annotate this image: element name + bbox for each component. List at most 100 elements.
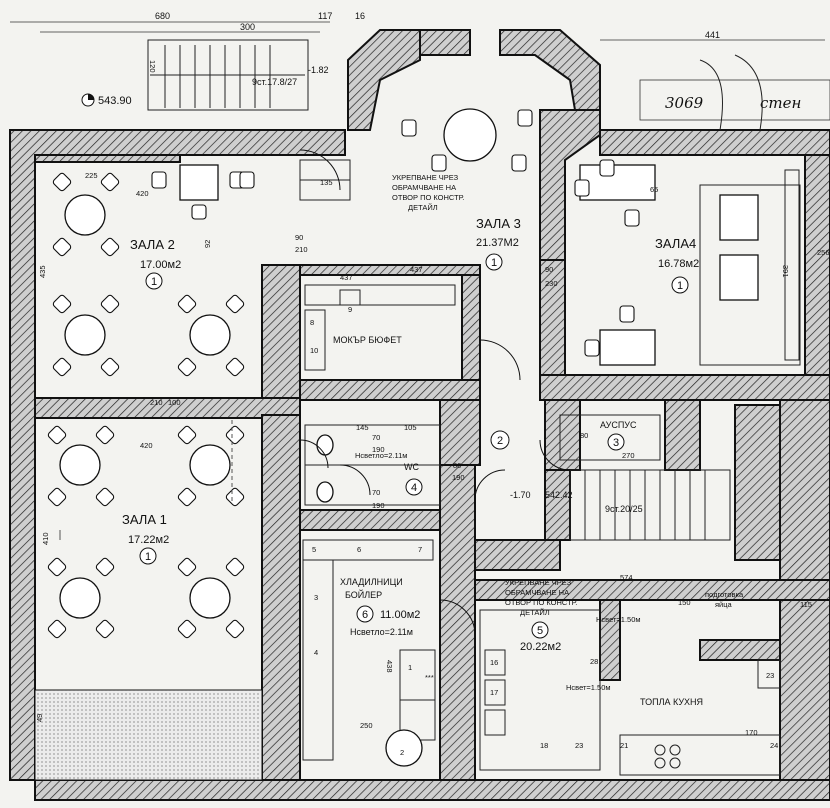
dim-250: 250 bbox=[360, 721, 373, 730]
equip-6: 6 bbox=[357, 545, 361, 554]
elevation-text: 543.90 bbox=[98, 95, 132, 107]
level-minus: -1.70 bbox=[510, 490, 531, 500]
stair-note-2: 9ст.20/25 bbox=[605, 504, 643, 514]
room-area-zala2: 17.00м2 bbox=[140, 259, 181, 271]
dim-225: 225 bbox=[85, 171, 98, 180]
refrig-area: 11.00м2 bbox=[380, 609, 420, 621]
equip-21: 21 bbox=[620, 741, 628, 750]
room-name-bufet: МОКЪР БЮФЕТ bbox=[333, 335, 402, 345]
note2-line3: ОТВОР ПО КОНСТР. bbox=[505, 598, 577, 607]
dim-80-wc: 80 bbox=[453, 461, 461, 470]
dim-680: 680 bbox=[155, 11, 170, 21]
dim-90-b: 90 bbox=[295, 233, 303, 242]
kitchen-height1: Нсвет=1.50м bbox=[596, 615, 641, 624]
eggs-label: яйца bbox=[715, 600, 733, 609]
dim-16: 16 bbox=[355, 11, 365, 21]
handwritten-notes: 3069 стен bbox=[639, 54, 830, 131]
note1-line4: ДЕТАЙЛ bbox=[408, 203, 438, 212]
door-swings bbox=[59, 149, 571, 636]
dim-70-wc2: 70 bbox=[372, 488, 380, 497]
equip-10: 10 bbox=[310, 346, 318, 355]
equip-9: 9 bbox=[348, 305, 352, 314]
room-num-zala2: 1 bbox=[151, 276, 157, 288]
dim-190-b: 190 bbox=[452, 473, 465, 482]
room-area-zala3: 21.37М2 bbox=[476, 237, 519, 249]
dim-117: 117 bbox=[318, 11, 332, 21]
dim-210-left: 210 bbox=[150, 398, 163, 407]
handwritten-word: стен bbox=[760, 94, 801, 112]
boiler-label: БОЙЛЕР bbox=[345, 589, 382, 600]
refrig-height: Нсветло=2.11м bbox=[350, 627, 413, 637]
equip-24: 24 bbox=[770, 741, 778, 750]
kitchen-area: 20.22м2 bbox=[520, 641, 561, 653]
room-name-zala1: ЗАЛА 1 bbox=[122, 512, 167, 527]
dim-230: 230 bbox=[545, 279, 558, 288]
room-num-zala1: 1 bbox=[145, 551, 151, 563]
wc-label: WC bbox=[404, 462, 419, 472]
equip-28: 28 bbox=[590, 657, 598, 666]
dim-441: 441 bbox=[705, 30, 720, 40]
wc-height: Нсветло=2.11м bbox=[355, 451, 407, 460]
prep-label: подготовка bbox=[705, 590, 744, 599]
equip-8: 8 bbox=[310, 318, 314, 327]
note1-line2: ОБРАМЧВАНЕ НА bbox=[392, 183, 456, 192]
kitchen-height2: Нсвет=1.50м bbox=[566, 683, 611, 692]
dim-391: 391 bbox=[781, 265, 790, 278]
room-name-zala4: ЗАЛА4 bbox=[655, 236, 696, 251]
auspuh-label: АУСПУС bbox=[600, 420, 637, 430]
equip-4: 4 bbox=[314, 648, 318, 657]
dim-438: 438 bbox=[385, 660, 394, 673]
stair-level: -1.82 bbox=[308, 65, 329, 75]
dim-210-zala3: 210 bbox=[295, 245, 308, 254]
top-dimensions: 680 300 117 16 441 bbox=[10, 11, 825, 41]
corridor: 2 АУСПУС 3 80 270 -1.70 542.42 9ст.20/25… bbox=[474, 339, 731, 582]
hot-kitchen: УКРЕПВАНЕ ЧРЕЗ ОБРАМЧВАНЕ НА ОТВОР ПО КО… bbox=[479, 578, 812, 776]
dim-150: 150 bbox=[678, 598, 691, 607]
dim-420-top: 420 bbox=[136, 189, 149, 198]
table-set bbox=[47, 557, 115, 639]
room-num-zala3: 1 bbox=[491, 257, 497, 269]
service-stair: 9ст.20/25 bbox=[569, 469, 731, 541]
dim-435: 435 bbox=[38, 265, 47, 278]
dim-574: 574 bbox=[620, 573, 633, 582]
zala2-furniture: ЗАЛА 2 17.00м2 1 225 420 435 92 bbox=[38, 164, 245, 377]
wet-buffet: МОКЪР БЮФЕТ 8 9 10 437 bbox=[304, 273, 456, 371]
room-area-zala4: 16.78м2 bbox=[658, 258, 699, 270]
dim-170: 170 bbox=[745, 728, 758, 737]
corridor-num: 2 bbox=[497, 435, 503, 447]
dim-49: 49 bbox=[35, 714, 44, 722]
note1-line3: ОТВОР ПО КОНСТР. bbox=[392, 193, 464, 202]
zala3-furniture: ЗАЛА 3 21.37М2 1 УКРЕПВАНЕ ЧРЕЗ ОБРАМЧВА… bbox=[148, 60, 558, 288]
kitchen-num: 5 bbox=[537, 625, 543, 637]
dim-270: 270 bbox=[622, 451, 635, 460]
table-set bbox=[47, 425, 115, 507]
equip-1: 1 bbox=[408, 663, 412, 672]
zala1-furniture: ЗАЛА 1 17.22м2 1 420 410 210 100 49 bbox=[35, 398, 245, 722]
equip-stars: *** bbox=[425, 673, 434, 682]
equip-3: 3 bbox=[314, 593, 318, 602]
equip-23: 23 bbox=[575, 741, 583, 750]
level-abs: 542.42 bbox=[545, 490, 573, 500]
note2-line1: УКРЕПВАНЕ ЧРЕЗ bbox=[505, 578, 572, 587]
wc-num: 4 bbox=[411, 482, 417, 494]
dim-115: 115 bbox=[800, 600, 812, 609]
wc-room: Нсветло=2.11м WC 4 145 70 105 190 80 190… bbox=[304, 423, 465, 510]
entrance-stair bbox=[147, 39, 309, 111]
dim-410: 410 bbox=[41, 532, 50, 545]
equip-2: 2 bbox=[400, 748, 404, 757]
dim-90-zala3: 90 bbox=[545, 265, 553, 274]
dim-145: 145 bbox=[356, 423, 369, 432]
walls bbox=[9, 29, 830, 801]
equip-7: 7 bbox=[418, 545, 422, 554]
zala4-furniture: ЗАЛА4 16.78м2 1 65 391 256 bbox=[574, 159, 830, 366]
stair-note: 9ст.17.8/27 bbox=[252, 77, 297, 87]
kitchen-name: ТОПЛА КУХНЯ bbox=[640, 697, 703, 707]
dim-80-ausp: 80 bbox=[580, 431, 588, 440]
table-set bbox=[52, 172, 120, 257]
table-set bbox=[177, 294, 245, 377]
dim-92: 92 bbox=[203, 240, 212, 248]
dim-65: 65 bbox=[650, 185, 658, 194]
equip-23b: 23 bbox=[766, 671, 774, 680]
dim-190-c: 190 bbox=[372, 501, 385, 510]
